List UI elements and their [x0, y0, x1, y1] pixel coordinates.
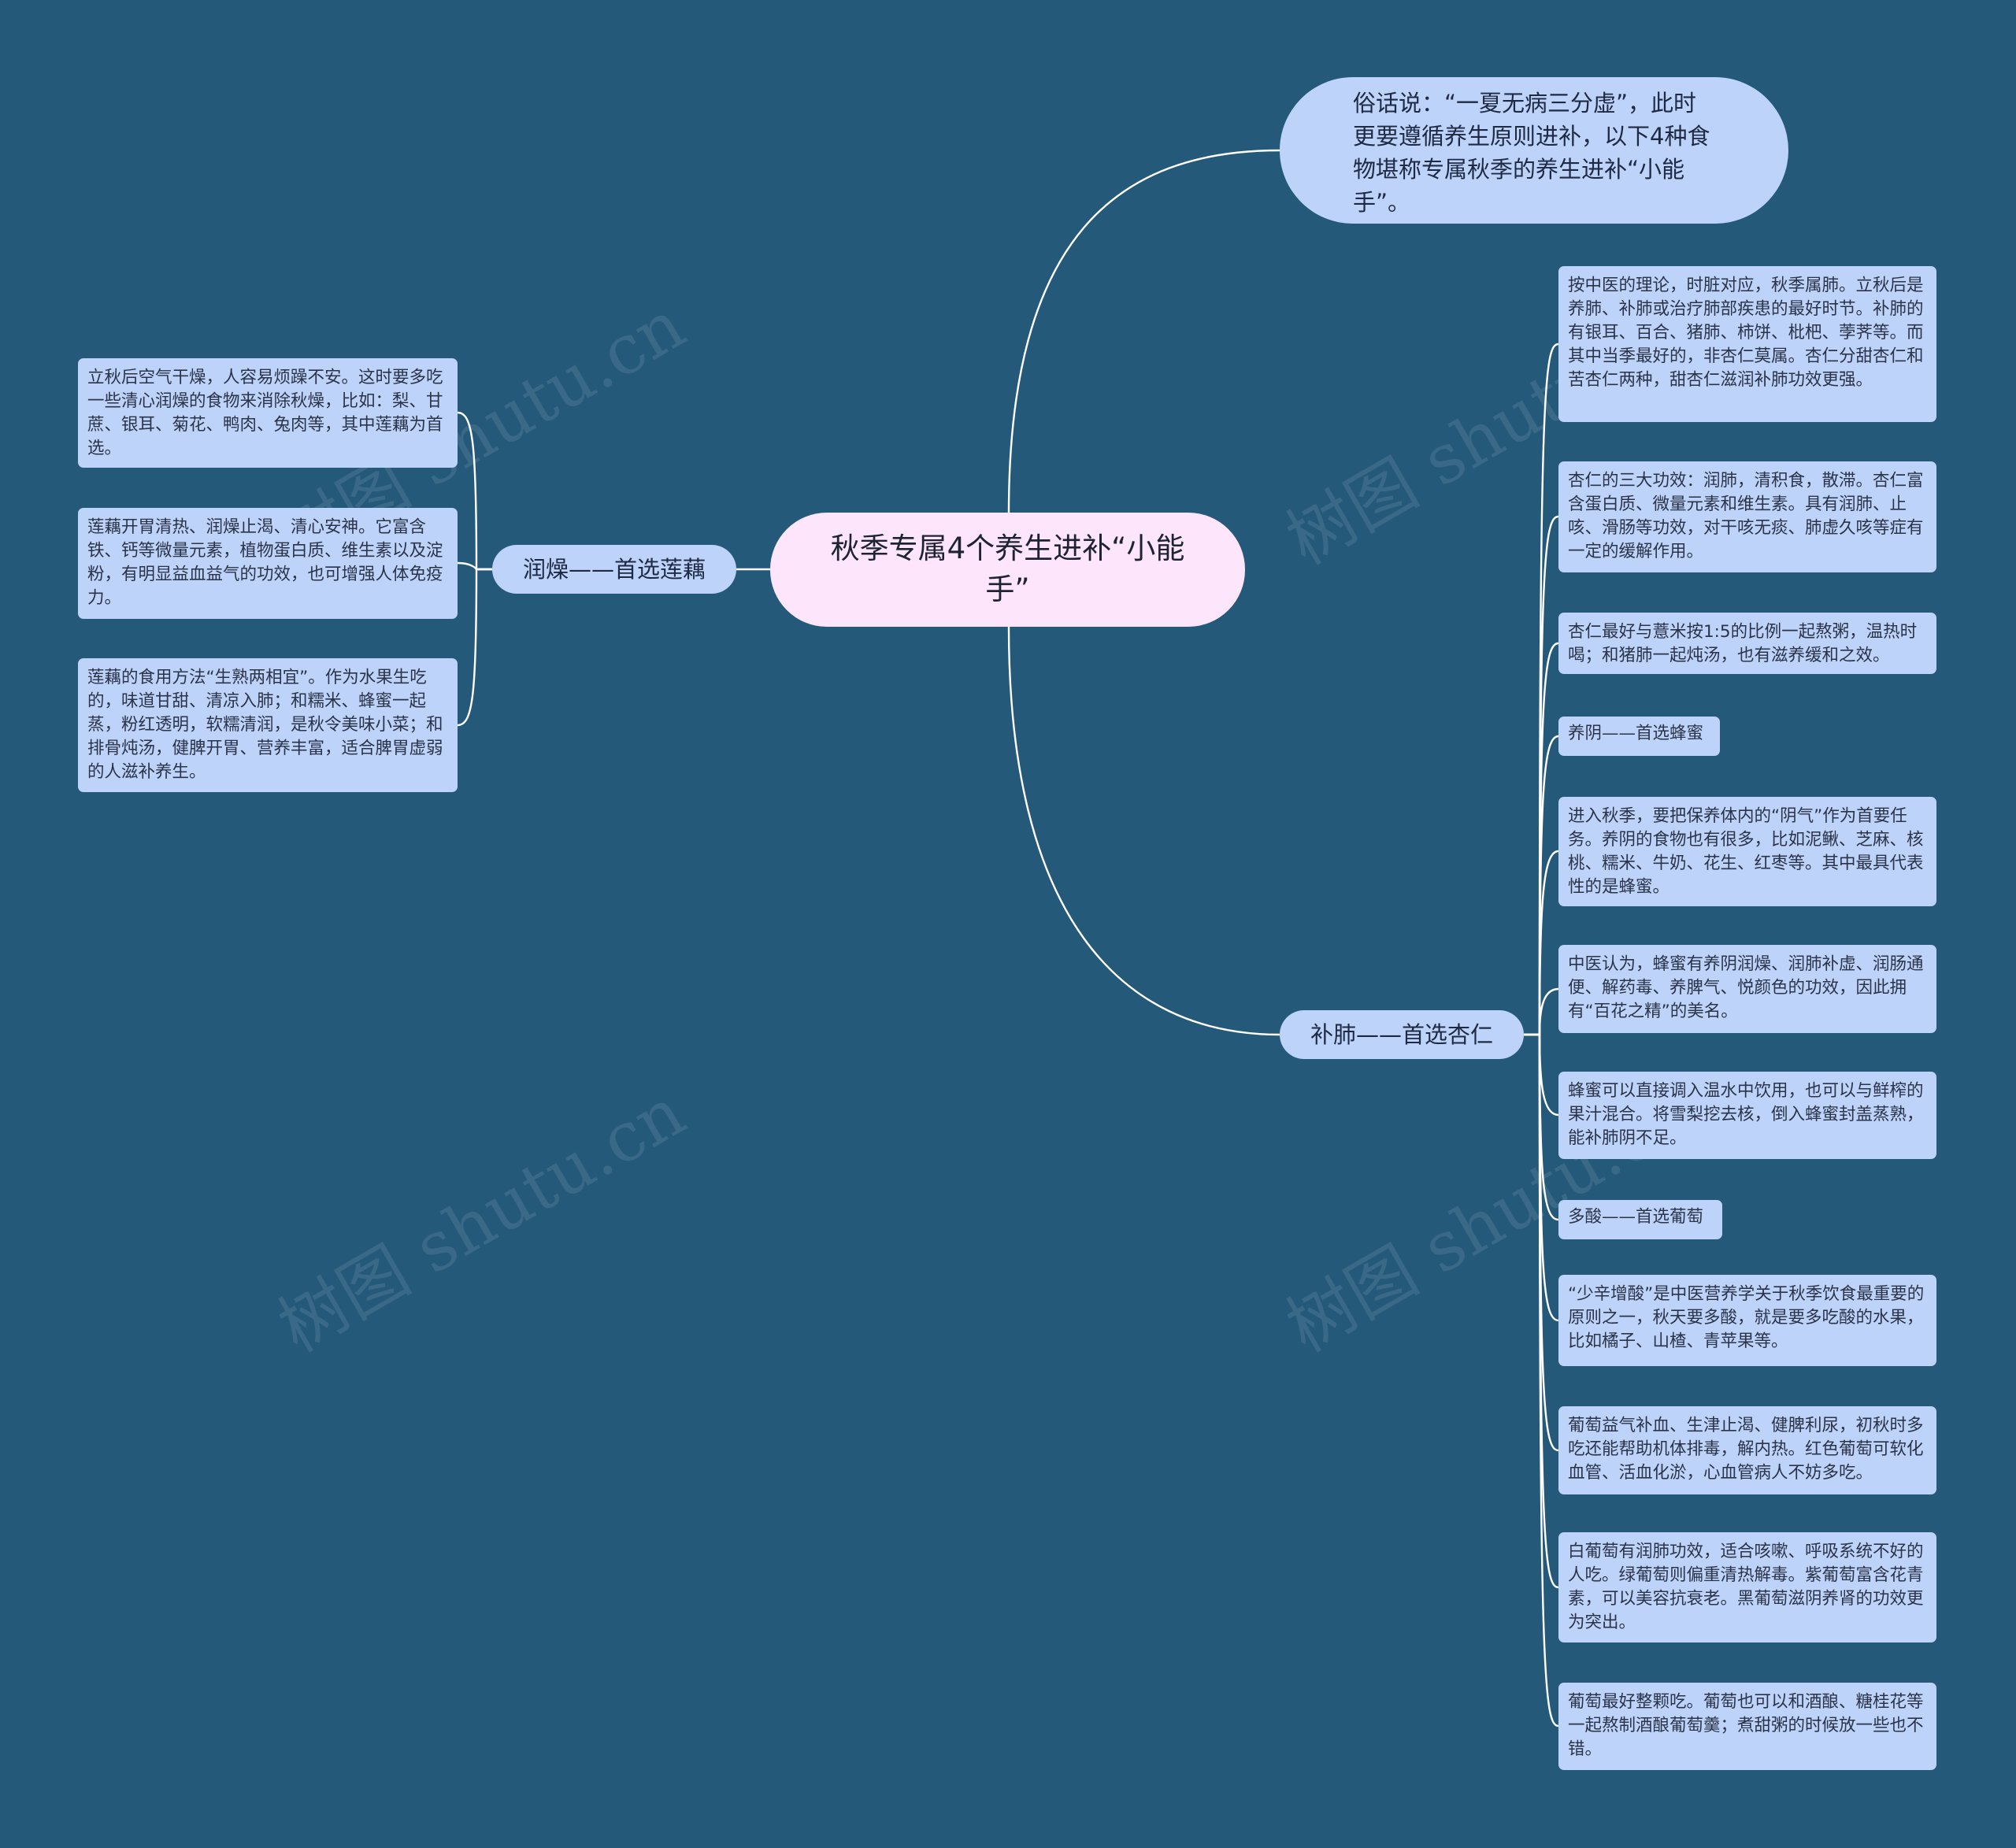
- edge-left-leaf-3: [457, 568, 492, 727]
- leaf-sour-heading[interactable]: 多酸——首选葡萄: [1558, 1200, 1722, 1239]
- edge-right-leaf-12: [1524, 1033, 1559, 1728]
- leaf-sour-1[interactable]: “少辛增酸”是中医营养学关于秋季饮食最重要的原则之一，秋天要多酸，就是要多吃酸的…: [1558, 1275, 1936, 1366]
- central-topic[interactable]: 秋季专属4个养生进补“小能手”: [770, 513, 1245, 627]
- leaf-yin-2[interactable]: 中医认为，蜂蜜有养阴润燥、润肺补虚、润肠通便、解药毒、养脾气、悦颜色的功效，因此…: [1558, 945, 1936, 1033]
- edge-center-intro: [1007, 149, 1280, 513]
- edge-left-leaf-1: [457, 411, 492, 571]
- leaf-grape-1[interactable]: 葡萄益气补血、生津止渴、健脾利尿，初秋时多吃还能帮助机体排毒，解内热。红色葡萄可…: [1558, 1406, 1936, 1494]
- leaf-yin-heading[interactable]: 养阴——首选蜂蜜: [1558, 717, 1720, 756]
- leaf-lung-2[interactable]: 杏仁的三大功效：润肺，清积食，散滞。杏仁富含蛋白质、微量元素和维生素。具有润肺、…: [1558, 461, 1936, 572]
- leaf-moisturize-2[interactable]: 莲藕开胃清热、润燥止渴、清心安神。它富含铁、钙等微量元素，植物蛋白质、维生素以及…: [78, 508, 458, 619]
- intro-node[interactable]: 俗话说：“一夏无病三分虚”，此时更要遵循养生原则进补，以下4种食物堪称专属秋季的…: [1280, 77, 1788, 224]
- leaf-lung-1[interactable]: 按中医的理论，时脏对应，秋季属肺。立秋后是养肺、补肺或治疗肺部疾患的最好时节。补…: [1558, 266, 1936, 422]
- edge-center-right: [1007, 626, 1280, 1036]
- edge-right-leaf-6: [1524, 987, 1559, 1036]
- leaf-grape-2[interactable]: 白葡萄有润肺功效，适合咳嗽、呼吸系统不好的人吃。绿葡萄则偏重清热解毒。紫葡萄富含…: [1558, 1532, 1936, 1642]
- branch-moisturize[interactable]: 润燥——首选莲藕: [492, 545, 736, 594]
- branch-lung[interactable]: 补肺——首选杏仁: [1280, 1010, 1524, 1059]
- leaf-grape-3[interactable]: 葡萄最好整颗吃。葡萄也可以和酒酿、糖桂花等一起熬制酒酿葡萄羹；煮甜粥的时候放一些…: [1558, 1683, 1936, 1770]
- edge-right-leaf-7: [1524, 1033, 1559, 1117]
- leaf-yin-1[interactable]: 进入秋季，要把保养体内的“阴气”作为首要任务。养阴的食物也有很多，比如泥鳅、芝麻…: [1558, 797, 1936, 906]
- leaf-lung-3[interactable]: 杏仁最好与薏米按1:5的比例一起熬粥，温热时喝；和猪肺一起炖汤，也有滋养缓和之效…: [1558, 613, 1936, 674]
- leaf-moisturize-3[interactable]: 莲藕的食用方法“生熟两相宜”。作为水果生吃的，味道甘甜、清凉入肺；和糯米、蜂蜜一…: [78, 658, 458, 792]
- leaf-moisturize-1[interactable]: 立秋后空气干燥，人容易烦躁不安。这时要多吃一些清心润燥的食物来消除秋燥，比如：梨…: [78, 358, 458, 468]
- edge-right-leaf-5: [1524, 850, 1559, 1036]
- leaf-yin-3[interactable]: 蜂蜜可以直接调入温水中饮用，也可以与鲜榨的果汁混合。将雪梨挖去核，倒入蜂蜜封盖蒸…: [1558, 1072, 1936, 1159]
